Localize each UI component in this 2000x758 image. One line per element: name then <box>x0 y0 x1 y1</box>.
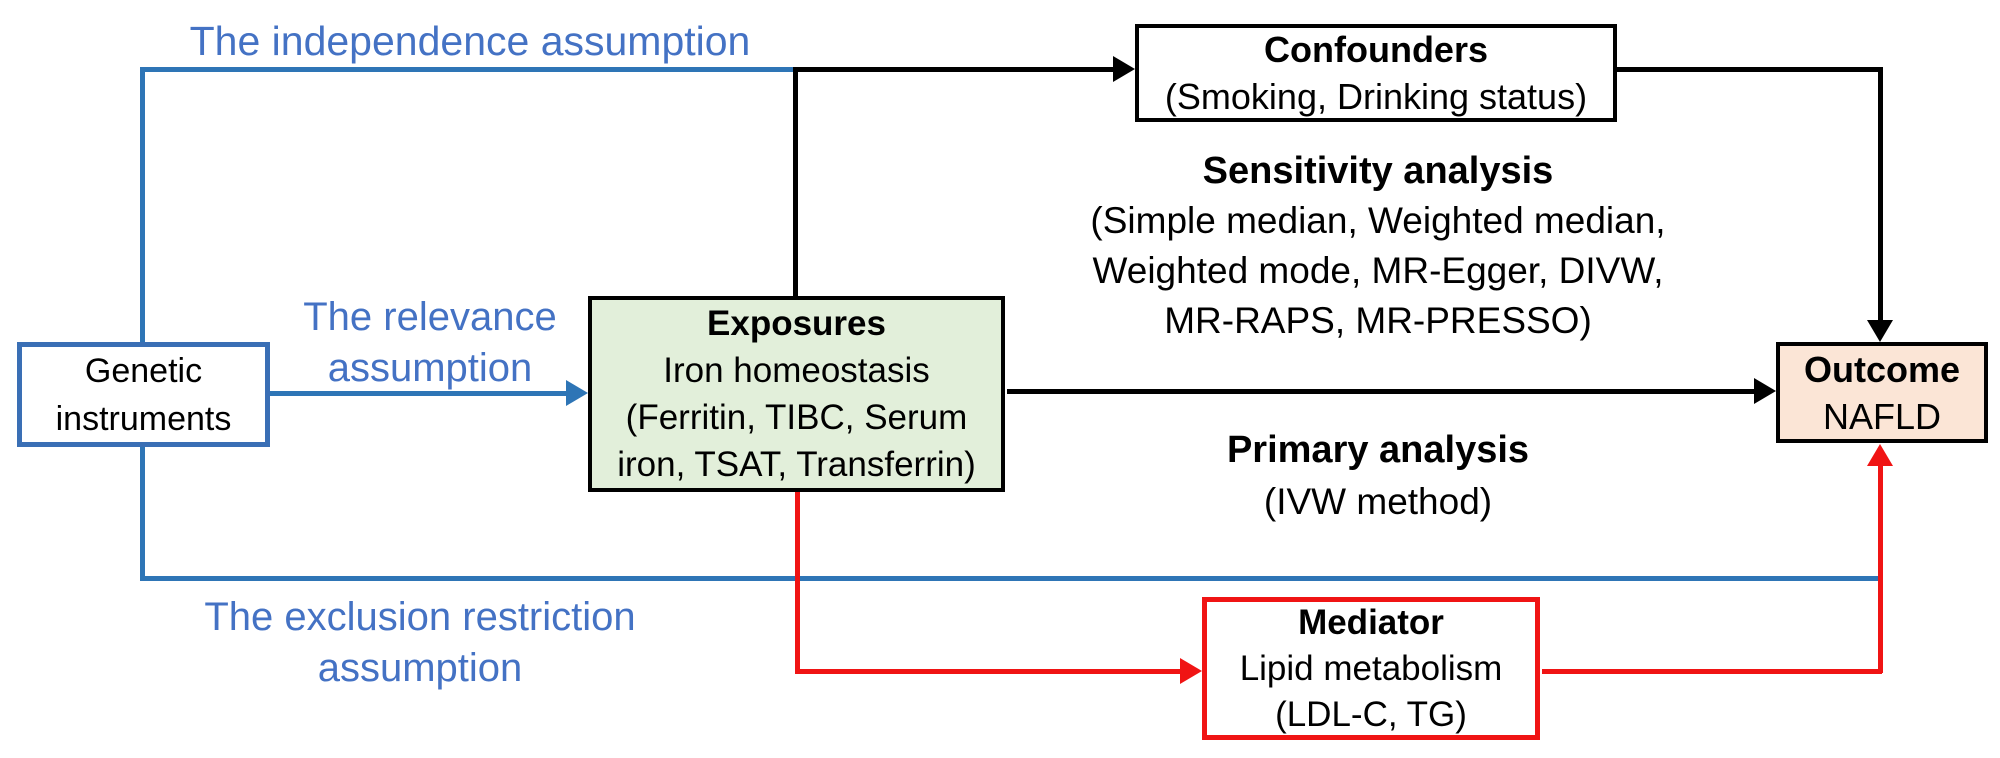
mediator-box: Mediator Lipid metabolism (LDL-C, TG) <box>1202 597 1540 740</box>
exposures-line2: (Ferritin, TIBC, Serum <box>625 398 968 437</box>
exposures-to-mediator-arrowhead <box>1180 658 1202 684</box>
mediator-title: Mediator <box>1298 602 1444 642</box>
confounders-to-outcome-arrowhead <box>1867 320 1893 342</box>
relevance-assumption-line2: assumption <box>327 346 533 390</box>
sensitivity-analysis-line3: MR-RAPS, MR-PRESSO) <box>1164 300 1592 341</box>
exposures-to-confounders-arrowhead <box>1113 56 1135 82</box>
exclusion-assumption-line1: The exclusion restriction <box>204 595 636 639</box>
exposures-line3: iron, TSAT, Transferrin) <box>617 445 976 484</box>
confounders-box: Confounders (Smoking, Drinking status) <box>1135 24 1617 122</box>
confounders-line1: (Smoking, Drinking status) <box>1164 76 1588 117</box>
exposures-box: Exposures Iron homeostasis (Ferritin, TI… <box>588 296 1005 492</box>
sensitivity-analysis-label: Sensitivity analysis (Simple median, Wei… <box>1048 146 1708 346</box>
primary-analysis-title: Primary analysis <box>1226 429 1530 471</box>
primary-analysis-label: Primary analysis (IVW method) <box>1128 424 1628 528</box>
sensitivity-analysis-title: Sensitivity analysis <box>1202 150 1554 192</box>
exposures-to-confounders-vertical <box>793 67 798 296</box>
sensitivity-analysis-line1: (Simple median, Weighted median, <box>1090 200 1666 241</box>
confounders-to-outcome-vertical <box>1878 67 1883 324</box>
outcome-box: Outcome NAFLD <box>1776 342 1988 443</box>
independence-line <box>140 67 795 72</box>
confounders-to-outcome-horizontal <box>1617 67 1882 72</box>
primary-analysis-line1: (IVW method) <box>1263 481 1493 522</box>
sensitivity-analysis-line2: Weighted mode, MR-Egger, DIVW, <box>1092 250 1664 291</box>
mediator-line2: (LDL-C, TG) <box>1275 694 1467 734</box>
exclusion-assumption-line2: assumption <box>317 646 523 690</box>
independence-assumption-label: The independence assumption <box>189 18 751 64</box>
relevance-arrow-shaft <box>270 391 570 396</box>
exposures-to-outcome-shaft <box>1007 389 1758 394</box>
mediator-to-outcome-arrowhead <box>1867 444 1893 466</box>
exposures-to-confounders-shaft <box>793 67 1115 72</box>
genetic-instruments-line1: Genetic <box>84 351 203 390</box>
relevance-assumption-line1: The relevance <box>303 295 557 339</box>
confounders-title: Confounders <box>1264 29 1488 70</box>
relevance-arrowhead <box>566 380 588 406</box>
mediator-to-outcome-horizontal <box>1542 669 1882 674</box>
exposures-line1: Iron homeostasis <box>663 351 930 390</box>
mediator-line1: Lipid metabolism <box>1239 648 1503 688</box>
exclusion-restriction-assumption-label: The exclusion restriction assumption <box>170 592 670 694</box>
genetic-instruments-line2: instruments <box>55 399 232 438</box>
blue-left-vertical-line <box>140 67 145 580</box>
outcome-title: Outcome <box>1803 348 1961 390</box>
outcome-line1: NAFLD <box>1822 395 1942 437</box>
genetic-instruments-box: Genetic instruments <box>17 342 270 447</box>
relevance-assumption-label: The relevance assumption <box>280 292 580 394</box>
mediator-to-outcome-vertical <box>1878 460 1883 673</box>
exposures-title: Exposures <box>707 304 886 343</box>
exclusion-restriction-line <box>140 576 1882 581</box>
exposures-to-outcome-arrowhead <box>1754 378 1776 404</box>
exposures-to-mediator-shaft <box>795 669 1184 674</box>
exposures-to-mediator-vertical <box>795 492 800 672</box>
